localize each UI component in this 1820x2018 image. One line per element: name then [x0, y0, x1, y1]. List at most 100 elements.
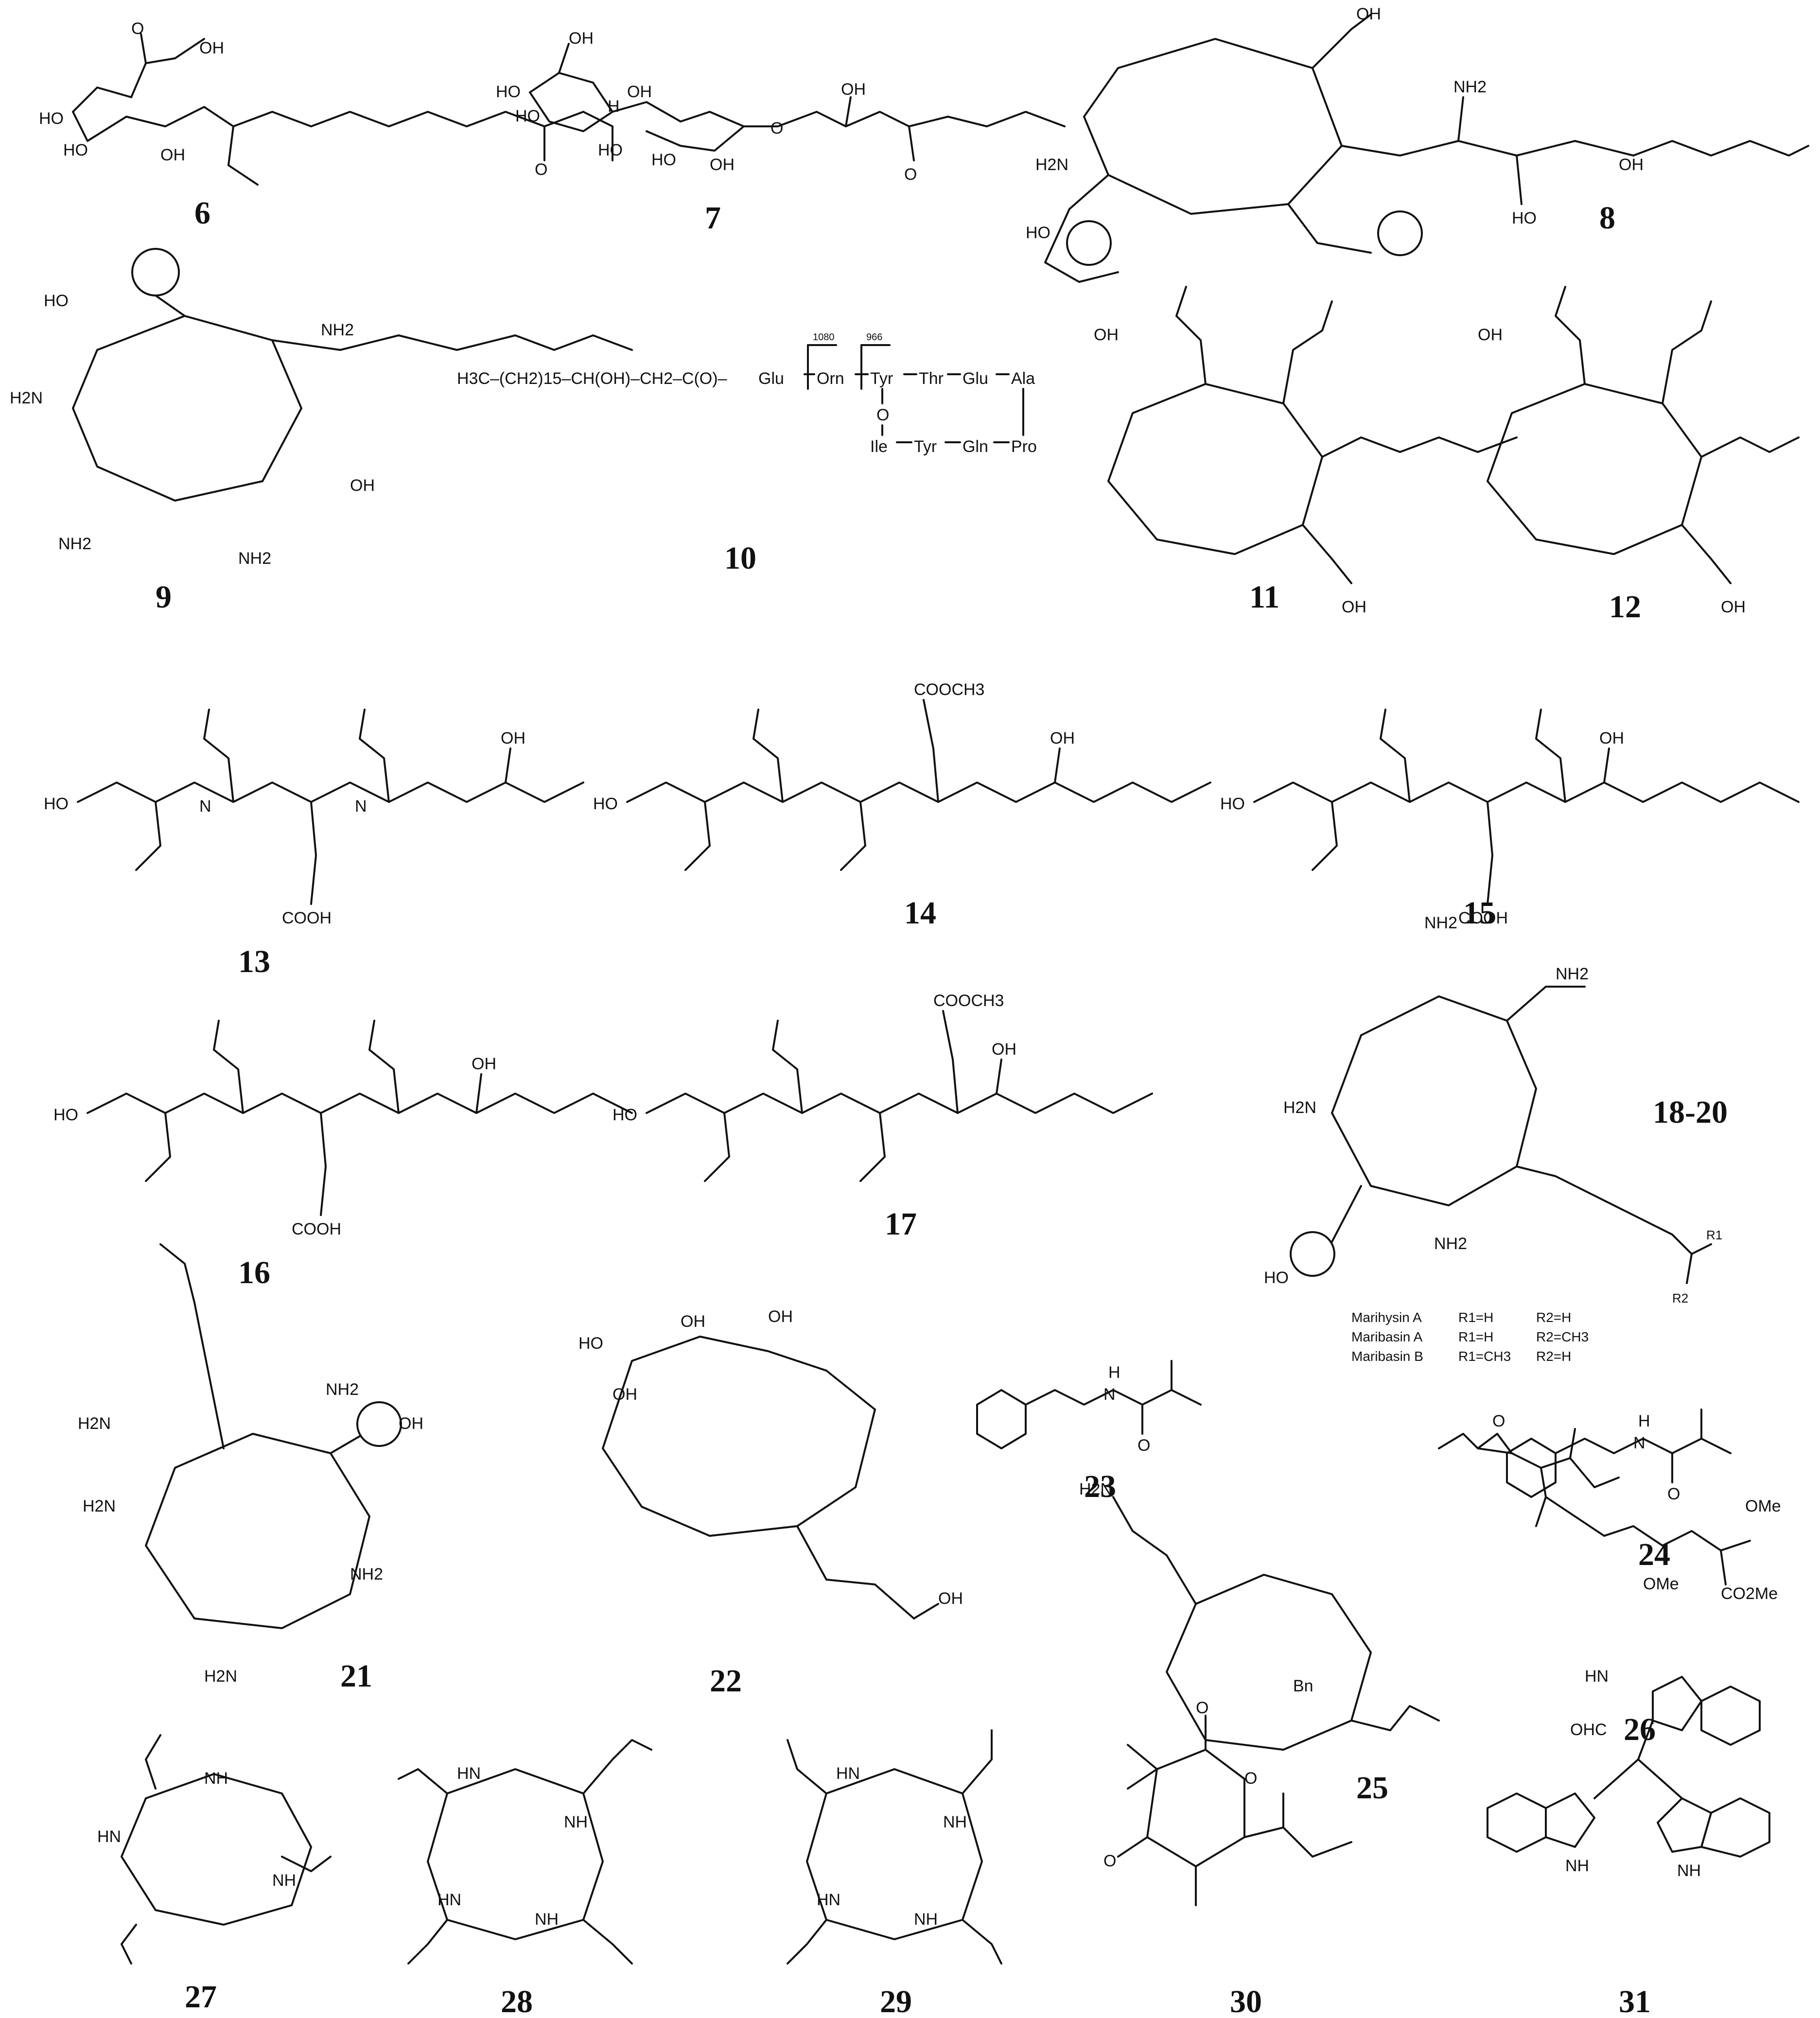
atom-label: HO	[598, 141, 623, 159]
atom-label: OH	[160, 146, 185, 164]
atom-label: OH	[1721, 598, 1746, 616]
compound-number: 26	[1624, 1712, 1656, 1747]
atom-label: HN	[97, 1827, 121, 1846]
compound-number: 27	[185, 1979, 217, 2015]
atom-label: O	[1492, 1412, 1505, 1430]
atom-label: O	[1138, 1436, 1150, 1455]
structure-9: HO NH2 H2N NH2 NH2 OH 9	[10, 248, 633, 615]
structure-22: HO OH OH OH OH 22	[578, 1307, 963, 1699]
atom-label: O	[535, 160, 547, 179]
atom-label: H	[1108, 1363, 1120, 1382]
atom-label: HO	[612, 1106, 637, 1124]
compound-number: 12	[1609, 589, 1641, 625]
legend-name: Marihysin A	[1351, 1310, 1422, 1325]
compound-number: 17	[885, 1206, 917, 1242]
atom-label: HO	[44, 292, 69, 310]
atom-label: HN	[817, 1891, 840, 1909]
atom-label: OMe	[1745, 1497, 1781, 1515]
compound-number: 22	[710, 1663, 742, 1699]
legend-r2: R2=CH3	[1536, 1329, 1589, 1344]
atom-label: COOCH3	[933, 992, 1004, 1010]
legend-r1: R1=CH3	[1458, 1349, 1511, 1364]
atom-label: NH	[1677, 1861, 1701, 1880]
atom-label: R1	[1706, 1228, 1722, 1242]
atom-label: OH	[1356, 5, 1381, 23]
atom-label: COOCH3	[914, 680, 984, 699]
legend-r2: R2=H	[1536, 1349, 1571, 1364]
atom-label: HO	[1026, 224, 1050, 242]
atom-label: NH2	[58, 535, 91, 553]
compound-number: 7	[705, 200, 721, 236]
compound-number: 28	[501, 1984, 533, 2018]
structure-25: H2N Bn 25	[1079, 1480, 1440, 1806]
atom-label: H2N	[83, 1497, 116, 1515]
structure-31: HN OHC NH NH 31	[1487, 1667, 1770, 2018]
compound-number: 30	[1230, 1984, 1262, 2018]
residue: Tyr	[914, 437, 937, 456]
structure-27: HN NH NH 27	[97, 1734, 332, 2015]
atom-label: HO	[1512, 209, 1537, 227]
atom-label: N	[1633, 1434, 1645, 1452]
structure-15: HO OH COOH 15	[1220, 709, 1800, 931]
structure-13: HO OH COOH N N 13	[44, 709, 584, 979]
atom-label: HN	[457, 1764, 481, 1783]
atom-label: H	[1638, 1412, 1650, 1430]
atom-label: HN	[836, 1764, 860, 1783]
residue: Glu	[758, 369, 784, 388]
atom-label: OH	[1619, 156, 1644, 174]
structure-8: OH H2N HO NH2 HO OH 8	[1026, 5, 1809, 283]
atom-label: O	[1103, 1852, 1116, 1870]
structure-10: H3C–(CH2)15–CH(OH)–CH2–C(O)– Glu Orn Tyr…	[457, 332, 1037, 576]
atom-label: OH	[612, 1385, 637, 1404]
atom-label: OH	[501, 729, 525, 748]
atom-label: COOH	[1458, 909, 1508, 927]
atom-label: NH2	[326, 1380, 359, 1399]
atom-label: O	[904, 165, 917, 184]
atom-label: OH	[1050, 729, 1075, 748]
residue: Pro	[1011, 437, 1037, 456]
atom-label: HN	[1585, 1667, 1609, 1686]
atom-label: HO	[1264, 1269, 1289, 1287]
atom-label: NH2	[1434, 1235, 1467, 1253]
atom-label: O	[1196, 1699, 1208, 1717]
structure-16: HO OH COOH 16	[53, 1020, 633, 1290]
atom-label: OMe	[1643, 1575, 1679, 1593]
structure-12: OH OH 12	[1478, 286, 1800, 625]
compound-number: 21	[340, 1658, 372, 1694]
compound-number: 18-20	[1653, 1095, 1728, 1130]
atom-label: HO	[39, 109, 64, 128]
atom-label: COOH	[282, 909, 332, 927]
atom-label: HO	[593, 795, 618, 813]
structure-6: HO HO OH O OH O H OH 6	[39, 19, 652, 231]
atom-label: NH2	[1424, 914, 1457, 932]
cleavage-site: 1080	[813, 332, 835, 343]
residue: Gln	[962, 437, 988, 456]
structure-11: OH OH 11	[1094, 286, 1518, 616]
legend-r2: R2=H	[1536, 1310, 1571, 1325]
compound-number: 13	[238, 944, 270, 979]
compound-number: 23	[1084, 1469, 1116, 1504]
structure-21: OH H2N H2N NH2 NH2 H2N 21	[78, 1243, 423, 1694]
residue: Thr	[919, 369, 944, 388]
atom-label: OH	[938, 1589, 963, 1608]
structure-24: H N O 24	[1506, 1409, 1732, 1572]
compound-number: 14	[904, 895, 936, 931]
residue: Orn	[817, 369, 844, 388]
legend-name: Maribasin B	[1351, 1349, 1423, 1364]
atom-label: H2N	[10, 389, 43, 407]
atom-label: HO	[496, 83, 521, 101]
compound-number: 11	[1249, 579, 1279, 615]
atom-label: CO2Me	[1721, 1584, 1778, 1603]
compound-number: 15	[1463, 895, 1495, 931]
compound-number: 29	[880, 1984, 912, 2018]
atom-label: NH	[1565, 1857, 1589, 1875]
atom-label: H2N	[204, 1667, 237, 1686]
residue: Glu	[962, 369, 988, 388]
atom-label: HO	[1220, 795, 1245, 813]
legend-r1: R1=H	[1458, 1329, 1493, 1344]
structure-26: O OMe OMe CO2Me 26	[1438, 1412, 1781, 1747]
structure-17: HO COOCH3 OH 17	[612, 992, 1153, 1242]
atom-label: NH2	[321, 321, 354, 339]
compound-number: 31	[1619, 1984, 1651, 2018]
